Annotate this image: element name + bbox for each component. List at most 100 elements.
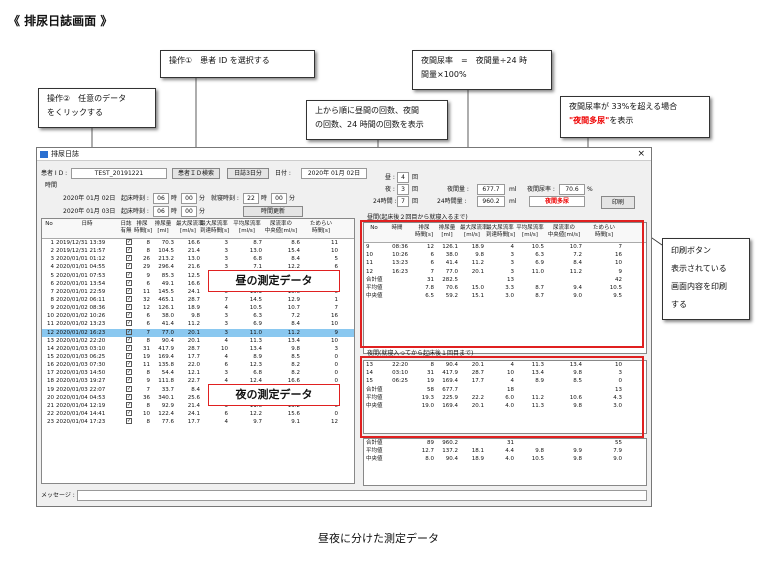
table-cell[interactable]: 13: [47, 337, 54, 344]
wake-hour-field-2[interactable]: 06: [153, 206, 169, 217]
table-cell[interactable]: 10: [331, 248, 338, 255]
table-cell[interactable]: 14.5: [249, 296, 262, 303]
table-cell[interactable]: 8.4: [191, 386, 200, 393]
table-cell[interactable]: 9: [146, 272, 151, 279]
table-cell[interactable]: 38.0: [161, 313, 174, 320]
table-cell[interactable]: 12.3: [249, 362, 262, 369]
table-cell[interactable]: 16: [47, 362, 54, 369]
table-cell[interactable]: 4: [224, 353, 229, 360]
table-cell[interactable]: 6.8: [253, 256, 262, 263]
table-cell[interactable]: 17: [47, 370, 54, 377]
right-header-cell[interactable]: 最大尿流率 [ml/s]: [460, 225, 488, 238]
table-cell[interactable]: 8: [146, 419, 151, 426]
checkbox-icon[interactable]: ✓: [126, 418, 132, 425]
table-cell[interactable]: 2020/01/04 14:41: [56, 410, 106, 417]
table-cell[interactable]: 28.7: [187, 345, 200, 352]
left-header-cell[interactable]: 最大尿流率 [ml/s]: [176, 221, 204, 234]
table-cell[interactable]: 54.4: [161, 370, 174, 377]
checkbox-icon[interactable]: ✓: [126, 255, 132, 262]
print-button[interactable]: 印刷: [601, 196, 635, 209]
wake-hour-field[interactable]: 06: [153, 193, 169, 204]
left-header-cell[interactable]: ためらい 時間[s]: [309, 221, 332, 234]
table-cell[interactable]: 7: [334, 305, 339, 312]
table-cell[interactable]: 1: [334, 296, 339, 303]
checkbox-icon[interactable]: ✓: [126, 271, 132, 278]
table-cell[interactable]: 6.3: [253, 313, 262, 320]
table-cell[interactable]: 3: [224, 321, 229, 328]
checkbox-icon[interactable]: ✓: [126, 287, 132, 294]
table-cell[interactable]: 77.0: [161, 329, 174, 336]
table-cell[interactable]: 3: [224, 329, 229, 336]
table-cell[interactable]: 70.3: [161, 240, 174, 246]
table-cell[interactable]: 2020/01/02 10:26: [56, 313, 106, 320]
table-cell[interactable]: 21: [47, 402, 54, 409]
table-cell[interactable]: 135.8: [158, 362, 174, 369]
table-cell[interactable]: 13.4: [249, 345, 262, 352]
table-cell[interactable]: 9.8: [191, 313, 200, 320]
table-cell[interactable]: 3: [224, 264, 229, 271]
table-cell[interactable]: 2020/01/03 07:30: [56, 362, 106, 369]
checkbox-icon[interactable]: ✓: [126, 401, 132, 408]
patient-id-field[interactable]: TEST_20191221: [71, 168, 167, 179]
table-cell[interactable]: 6: [224, 410, 229, 417]
table-cell[interactable]: 6: [50, 280, 55, 287]
table-cell[interactable]: 2020/01/01 22:59: [56, 288, 106, 295]
table-cell[interactable]: 2020/01/03 03:10: [56, 345, 106, 352]
checkbox-icon[interactable]: ✓: [126, 239, 132, 245]
close-icon[interactable]: ×: [637, 149, 645, 159]
table-cell[interactable]: 11.0: [249, 329, 262, 336]
message-field[interactable]: [77, 490, 647, 501]
table-cell[interactable]: 3: [224, 248, 229, 255]
table-cell[interactable]: 16: [331, 313, 338, 320]
table-cell[interactable]: 10.5: [249, 305, 262, 312]
table-cell[interactable]: 3: [334, 345, 339, 352]
table-cell[interactable]: 13.4: [287, 337, 300, 344]
table-cell[interactable]: 169.4: [158, 353, 174, 360]
left-header-cell[interactable]: 排尿 時間[s]: [134, 221, 153, 234]
table-cell[interactable]: 2019/12/31 21:57: [56, 248, 106, 255]
sleep-hour-field[interactable]: 22: [243, 193, 259, 204]
table-cell[interactable]: 2020/01/01 13:54: [56, 280, 106, 287]
table-cell[interactable]: 2020/01/03 06:25: [56, 353, 106, 360]
table-cell[interactable]: 2020/01/04 04:53: [56, 394, 106, 401]
table-cell[interactable]: 1: [50, 240, 55, 246]
table-cell[interactable]: 8: [146, 402, 151, 409]
table-cell[interactable]: 7: [50, 288, 55, 295]
checkbox-icon[interactable]: ✓: [126, 336, 132, 343]
table-cell[interactable]: 12: [331, 419, 338, 426]
checkbox-icon[interactable]: ✓: [126, 295, 132, 302]
table-cell[interactable]: 2020/01/01 04:55: [56, 264, 106, 271]
right-header-cell[interactable]: 時間: [391, 225, 403, 231]
table-cell[interactable]: 4: [50, 264, 55, 271]
table-cell[interactable]: 18: [47, 378, 54, 385]
table-cell[interactable]: 11.3: [249, 337, 262, 344]
table-cell[interactable]: 2019/12/31 13:39: [56, 240, 106, 246]
left-header-cell[interactable]: 平均尿流率 [ml/s]: [233, 221, 261, 234]
table-cell[interactable]: 31: [143, 345, 150, 352]
table-cell[interactable]: 20.1: [187, 337, 200, 344]
table-cell[interactable]: 7: [146, 386, 151, 393]
table-cell[interactable]: 33.7: [161, 386, 174, 393]
table-cell[interactable]: 17.7: [187, 353, 200, 360]
table-cell[interactable]: 0: [334, 378, 339, 385]
table-cell[interactable]: 6: [224, 362, 229, 369]
table-cell[interactable]: 10: [143, 410, 150, 417]
table-cell[interactable]: 15.6: [287, 410, 300, 417]
table-cell[interactable]: 13.0: [249, 248, 262, 255]
table-cell[interactable]: 104.5: [158, 248, 174, 255]
table-cell[interactable]: 340.1: [158, 394, 174, 401]
table-cell[interactable]: 8.4: [291, 256, 300, 263]
table-cell[interactable]: 29: [143, 264, 150, 271]
table-cell[interactable]: 213.2: [158, 256, 174, 263]
table-cell[interactable]: 16.6: [187, 280, 200, 287]
table-cell[interactable]: 6: [334, 264, 339, 271]
left-header-cell[interactable]: 排尿量 [ml]: [154, 221, 172, 234]
checkbox-icon[interactable]: ✓: [126, 320, 132, 327]
